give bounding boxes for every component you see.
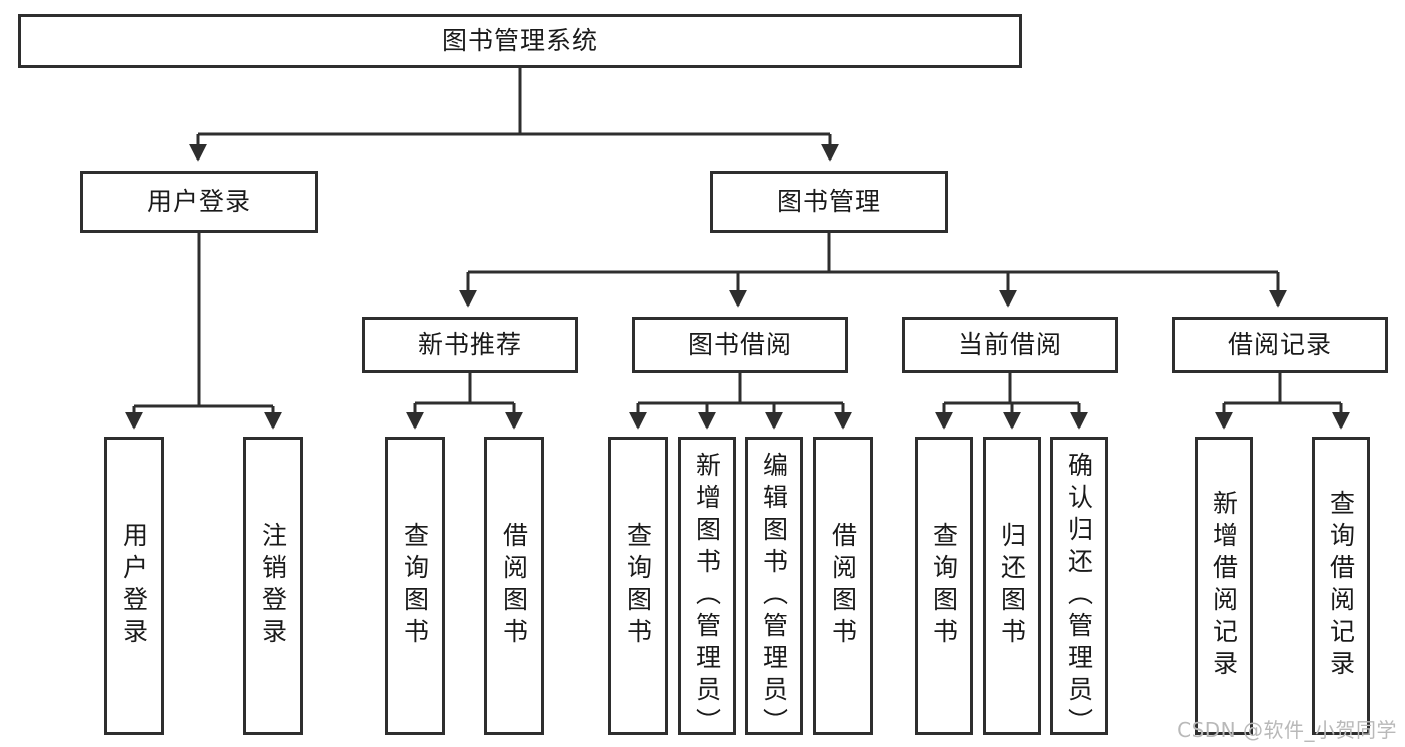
node-root[interactable]: 图书管理系统 bbox=[18, 14, 1022, 68]
node-leaf-add-book-admin[interactable]: 新增图书（管理员） bbox=[678, 437, 736, 740]
node-book-management-label: 图书管理 bbox=[776, 187, 881, 217]
node-current-borrow[interactable]: 当前借阅 bbox=[902, 317, 1118, 373]
node-leaf-user-logout[interactable]: 注销登录 bbox=[243, 437, 303, 735]
node-leaf-query-books-borrow-label: 查询图书 bbox=[623, 522, 653, 650]
node-new-book-recommend[interactable]: 新书推荐 bbox=[362, 317, 578, 373]
node-leaf-edit-book-admin[interactable]: 编辑图书（管理员） bbox=[745, 437, 803, 740]
node-leaf-query-books-current[interactable]: 查询图书 bbox=[915, 437, 973, 735]
node-leaf-query-books-recommend[interactable]: 查询图书 bbox=[385, 437, 445, 735]
node-current-borrow-label: 当前借阅 bbox=[957, 330, 1062, 360]
node-user-login-label: 用户登录 bbox=[146, 187, 251, 217]
node-book-borrow-label: 图书借阅 bbox=[687, 330, 792, 360]
node-leaf-query-borrow-record-label: 查询借阅记录 bbox=[1326, 490, 1356, 682]
node-leaf-return-book[interactable]: 归还图书 bbox=[983, 437, 1041, 735]
node-new-book-recommend-label: 新书推荐 bbox=[417, 330, 522, 360]
node-borrow-records-label: 借阅记录 bbox=[1227, 330, 1332, 360]
node-leaf-borrow-book-label: 借阅图书 bbox=[828, 522, 858, 650]
node-user-login[interactable]: 用户登录 bbox=[80, 171, 318, 233]
node-leaf-user-logout-label: 注销登录 bbox=[258, 522, 288, 650]
node-borrow-records[interactable]: 借阅记录 bbox=[1172, 317, 1388, 373]
node-leaf-add-book-admin-label: 新增图书（管理员） bbox=[692, 452, 722, 740]
node-leaf-query-books-current-label: 查询图书 bbox=[929, 522, 959, 650]
node-leaf-query-borrow-record[interactable]: 查询借阅记录 bbox=[1312, 437, 1370, 735]
node-book-borrow[interactable]: 图书借阅 bbox=[632, 317, 848, 373]
node-leaf-confirm-return-admin-label: 确认归还（管理员） bbox=[1064, 452, 1094, 740]
csdn-watermark: CSDN @软件_小贺同学 bbox=[1177, 718, 1397, 742]
node-leaf-borrow-books-recommend-label: 借阅图书 bbox=[499, 522, 529, 650]
node-leaf-return-book-label: 归还图书 bbox=[997, 522, 1027, 650]
node-leaf-user-login-label: 用户登录 bbox=[119, 522, 149, 650]
node-leaf-edit-book-admin-label: 编辑图书（管理员） bbox=[759, 452, 789, 740]
node-leaf-borrow-book[interactable]: 借阅图书 bbox=[813, 437, 873, 735]
node-root-label: 图书管理系统 bbox=[441, 26, 598, 56]
node-book-management[interactable]: 图书管理 bbox=[710, 171, 948, 233]
node-leaf-user-login[interactable]: 用户登录 bbox=[104, 437, 164, 735]
node-leaf-query-books-recommend-label: 查询图书 bbox=[400, 522, 430, 650]
node-leaf-add-borrow-record-label: 新增借阅记录 bbox=[1209, 490, 1239, 682]
node-leaf-query-books-borrow[interactable]: 查询图书 bbox=[608, 437, 668, 735]
node-leaf-add-borrow-record[interactable]: 新增借阅记录 bbox=[1195, 437, 1253, 735]
node-leaf-borrow-books-recommend[interactable]: 借阅图书 bbox=[484, 437, 544, 735]
node-leaf-confirm-return-admin[interactable]: 确认归还（管理员） bbox=[1050, 437, 1108, 740]
